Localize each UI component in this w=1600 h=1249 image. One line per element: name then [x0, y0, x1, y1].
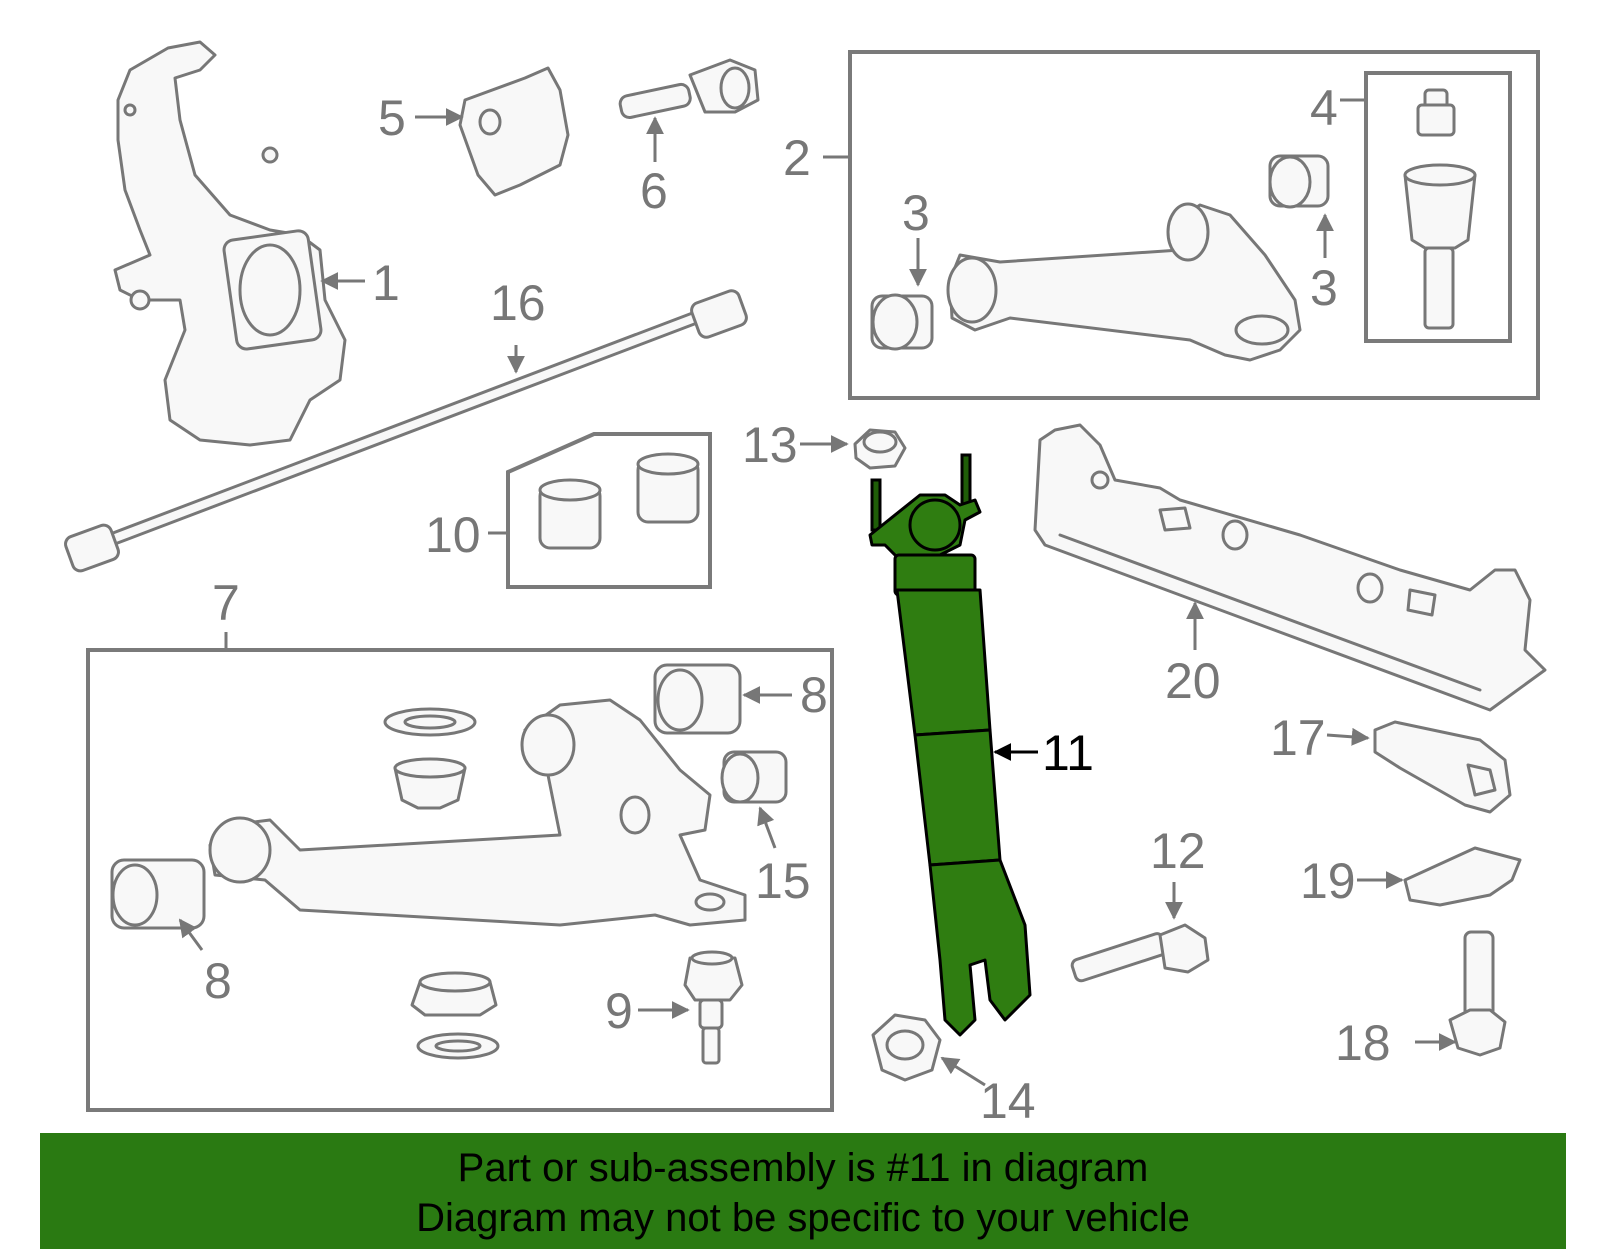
banner-line-2: Diagram may not be specific to your vehi…: [416, 1196, 1190, 1240]
bolt-part-6: [618, 58, 760, 120]
bushing-part-15: [720, 750, 788, 804]
callout-10: 10: [425, 507, 481, 563]
callout-18: 18: [1335, 1015, 1391, 1071]
seal-washers-part-7: [383, 707, 500, 1060]
callout-16: 16: [490, 275, 546, 331]
bolt-part-12: [1070, 923, 1210, 983]
leader-arrows: [178, 98, 1457, 1087]
callout-3b: 3: [1310, 260, 1338, 316]
callout-4: 4: [1310, 80, 1338, 136]
nut-part-14: [871, 1013, 942, 1082]
bushings-part-10: [538, 452, 700, 550]
banner-line-1: Part or sub-assembly is #11 in diagram: [457, 1146, 1149, 1190]
callout-12: 12: [1150, 823, 1206, 879]
bushing-part-8a: [653, 663, 742, 735]
lower-control-arm-part-7: [208, 698, 747, 927]
callout-9: 9: [605, 983, 633, 1039]
callout-8a: 8: [800, 667, 828, 723]
callout-20: 20: [1165, 653, 1221, 709]
shield-part-5: [458, 66, 570, 197]
bushing-part-8b: [110, 858, 206, 930]
nut-part-13: [853, 428, 907, 470]
callout-15: 15: [755, 853, 811, 909]
bushing-part-3a: [870, 293, 934, 351]
callout-7: 7: [212, 575, 240, 631]
callout-5: 5: [378, 90, 406, 146]
crossmember-part-20: [1033, 423, 1547, 712]
shield-part-19: [1403, 846, 1522, 907]
callout-11: 11: [1042, 725, 1094, 781]
callout-8b: 8: [204, 953, 232, 1009]
callout-17: 17: [1270, 710, 1326, 766]
shock-absorber-part-11: [868, 453, 1032, 1037]
ball-joint-part-4: [1403, 88, 1477, 330]
callout-6: 6: [640, 163, 668, 219]
callout-13: 13: [742, 417, 798, 473]
callout-labels: 1 2 3 3 4 5 6 7 8 8 9 10 11 12 13 14 15 …: [204, 80, 1391, 1129]
callout-19: 19: [1300, 853, 1356, 909]
callout-3a: 3: [902, 185, 930, 241]
callout-1: 1: [372, 255, 400, 311]
bolt-part-18: [1448, 930, 1507, 1057]
tie-rod-part-16: [64, 289, 748, 573]
callout-2: 2: [783, 130, 811, 186]
callout-14: 14: [980, 1073, 1036, 1129]
info-banner: Part or sub-assembly is #11 in diagram D…: [40, 1133, 1566, 1249]
ball-joint-part-9: [683, 950, 744, 1065]
bushing-part-3b: [1268, 154, 1330, 209]
upper-control-arm-part-2: [946, 202, 1302, 362]
steering-knuckle-part-1: [113, 40, 347, 447]
pitman-arm-part-17: [1373, 720, 1512, 814]
